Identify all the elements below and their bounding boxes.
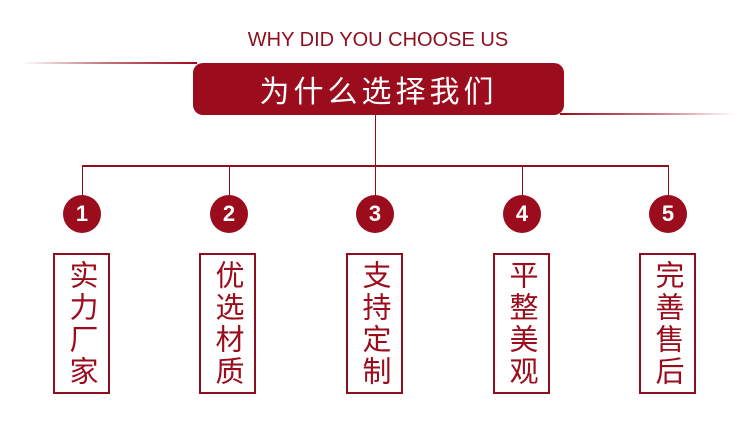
connector-drop-1 <box>81 165 83 197</box>
subtitle-english: WHY DID YOU CHOOSE US <box>247 29 509 51</box>
feature-label: 完善售后 <box>651 259 685 388</box>
feature-box-1: 实力厂家 <box>53 253 110 394</box>
feature-label: 优选材质 <box>211 259 245 388</box>
connector-drop-3 <box>374 165 376 197</box>
number-badge-5: 5 <box>649 195 687 233</box>
decorative-line-left <box>22 62 197 64</box>
number-badge-1: 1 <box>63 195 101 233</box>
feature-box-4: 平整美观 <box>493 253 550 394</box>
number-badge-4: 4 <box>503 195 541 233</box>
feature-box-5: 完善售后 <box>639 253 696 394</box>
connector-trunk <box>374 115 376 166</box>
connector-drop-4 <box>521 165 523 197</box>
number-badge-2: 2 <box>210 195 248 233</box>
feature-label: 实力厂家 <box>65 259 99 388</box>
title-banner: 为什么选择我们 <box>193 63 564 115</box>
connector-drop-2 <box>228 165 230 197</box>
number-badge-3: 3 <box>356 195 394 233</box>
connector-drop-5 <box>667 165 669 197</box>
feature-box-2: 优选材质 <box>199 253 256 394</box>
feature-label: 支持定制 <box>358 259 392 388</box>
feature-box-3: 支持定制 <box>346 253 403 394</box>
feature-label: 平整美观 <box>505 259 539 388</box>
page-title: 为什么选择我们 <box>259 75 498 110</box>
decorative-line-right <box>560 113 735 115</box>
